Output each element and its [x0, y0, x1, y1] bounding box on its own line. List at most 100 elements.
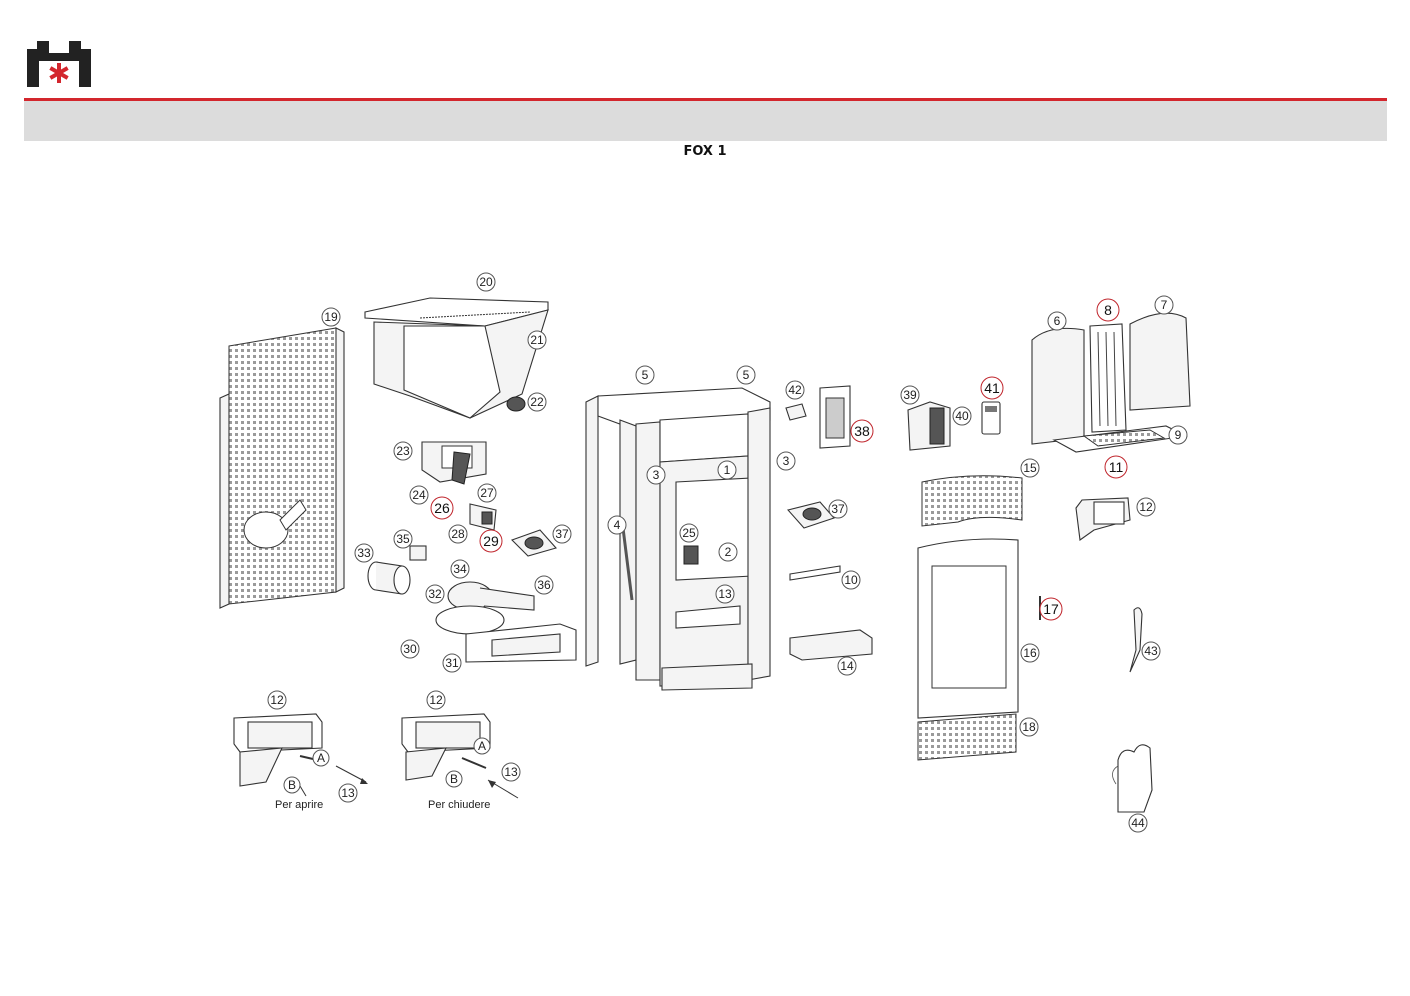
callout-40: 40	[952, 406, 972, 426]
header-divider	[24, 98, 1387, 101]
callout-3a: 3	[646, 465, 666, 485]
page-title: FOX 1	[683, 144, 727, 159]
svg-text:A: A	[317, 751, 325, 765]
svg-text:41: 41	[984, 380, 1000, 396]
callout-9: 9	[1168, 425, 1188, 445]
caption-close: Per chiudere	[428, 799, 490, 811]
svg-text:37: 37	[555, 527, 569, 541]
callout-A2: A	[473, 737, 491, 755]
svg-text:38: 38	[854, 423, 870, 439]
svg-text:35: 35	[396, 532, 410, 546]
callout-35: 35	[393, 529, 413, 549]
svg-text:5: 5	[743, 368, 750, 382]
callout-42: 42	[785, 380, 805, 400]
callout-22: 22	[527, 392, 547, 412]
callout-38: 38	[850, 419, 874, 443]
svg-text:44: 44	[1131, 816, 1145, 830]
svg-text:8: 8	[1104, 302, 1112, 318]
svg-text:3: 3	[653, 468, 660, 482]
svg-text:17: 17	[1043, 601, 1059, 617]
callout-15: 15	[1020, 458, 1040, 478]
svg-text:32: 32	[428, 587, 442, 601]
callout-6: 6	[1047, 311, 1067, 331]
svg-text:28: 28	[451, 527, 465, 541]
callout-5b: 5	[736, 365, 756, 385]
brazier-part	[1075, 497, 1131, 541]
caption-open: Per aprire	[275, 799, 323, 811]
svg-text:26: 26	[434, 500, 450, 516]
callout-7: 7	[1154, 295, 1174, 315]
svg-text:20: 20	[479, 275, 493, 289]
callout-19: 19	[321, 307, 341, 327]
svg-text:13: 13	[718, 587, 732, 601]
callout-27: 27	[477, 483, 497, 503]
control-board-part	[785, 385, 851, 449]
auger-assembly-part	[421, 441, 497, 531]
callout-37a: 37	[552, 524, 572, 544]
callout-18: 18	[1019, 717, 1039, 737]
callout-34: 34	[450, 559, 470, 579]
callout-12c: 12	[426, 690, 446, 710]
front-door-part	[917, 475, 1041, 761]
header-band	[24, 101, 1387, 141]
brand-logo	[27, 41, 91, 87]
svg-text:30: 30	[403, 642, 417, 656]
callout-3b: 3	[776, 451, 796, 471]
svg-text:19: 19	[324, 310, 338, 324]
svg-text:11: 11	[1109, 459, 1124, 475]
callout-B1: B	[283, 776, 301, 794]
callout-24: 24	[409, 485, 429, 505]
callout-31: 31	[442, 653, 462, 673]
callout-13c: 13	[501, 762, 521, 782]
ash-drawer-part	[786, 501, 873, 661]
brazier-open-diagram	[233, 713, 368, 797]
exhaust-pipe-part	[367, 545, 427, 595]
svg-text:B: B	[450, 772, 458, 786]
svg-text:14: 14	[840, 659, 854, 673]
svg-text:16: 16	[1023, 646, 1037, 660]
svg-text:4: 4	[614, 518, 621, 532]
svg-text:22: 22	[530, 395, 544, 409]
svg-text:12: 12	[1139, 500, 1153, 514]
callout-36: 36	[534, 575, 554, 595]
svg-text:7: 7	[1161, 298, 1168, 312]
gasket-part	[510, 529, 557, 557]
callout-10: 10	[841, 570, 861, 590]
svg-text:13: 13	[504, 765, 518, 779]
callout-23: 23	[393, 441, 413, 461]
callout-12a: 12	[1136, 497, 1156, 517]
svg-text:1: 1	[724, 463, 731, 477]
accessories-part	[1112, 607, 1153, 813]
callout-21: 21	[527, 330, 547, 350]
svg-text:37: 37	[831, 502, 845, 516]
svg-text:36: 36	[537, 578, 551, 592]
pellet-hopper-part	[364, 297, 549, 419]
svg-text:A: A	[478, 739, 486, 753]
callout-26: 26	[430, 496, 454, 520]
callout-4: 4	[607, 515, 627, 535]
svg-text:18: 18	[1022, 720, 1036, 734]
callout-33: 33	[354, 543, 374, 563]
svg-text:5: 5	[642, 368, 649, 382]
callout-29: 29	[479, 529, 503, 553]
svg-text:29: 29	[483, 533, 499, 549]
callout-13b: 13	[338, 783, 358, 803]
rear-panel-part	[219, 327, 345, 609]
svg-text:15: 15	[1023, 461, 1037, 475]
callout-28: 28	[448, 524, 468, 544]
callout-17: 17	[1039, 597, 1063, 621]
callout-44: 44	[1128, 813, 1148, 833]
callout-14: 14	[837, 656, 857, 676]
callout-32: 32	[425, 584, 445, 604]
svg-text:24: 24	[412, 488, 426, 502]
callout-30: 30	[400, 639, 420, 659]
callout-39: 39	[900, 385, 920, 405]
callout-5a: 5	[635, 365, 655, 385]
svg-text:12: 12	[270, 693, 284, 707]
callout-25: 25	[679, 523, 699, 543]
svg-text:B: B	[288, 778, 296, 792]
callout-41: 41	[980, 376, 1004, 400]
callout-A1: A	[312, 749, 330, 767]
svg-text:2: 2	[725, 545, 732, 559]
